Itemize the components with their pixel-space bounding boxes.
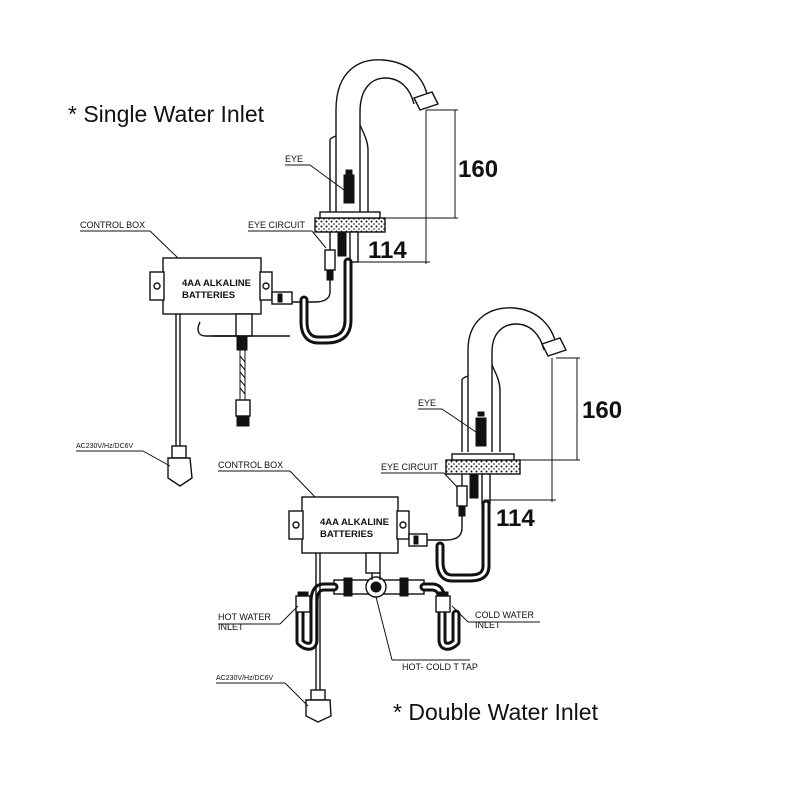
single-inlet-title: * Single Water Inlet bbox=[68, 101, 265, 127]
single-inlet-hose bbox=[197, 321, 290, 427]
double-power-label: AC230V/Hz/DC6V bbox=[216, 675, 274, 682]
double-cold-inlet-callout: COLD WATER INLET bbox=[451, 605, 540, 630]
single-water-hose bbox=[299, 257, 353, 345]
double-hot-inlet-hose bbox=[295, 582, 339, 651]
double-reach-dimension: 114 bbox=[496, 505, 535, 532]
double-eye-circuit-label: EYE CIRCUIT bbox=[381, 462, 439, 472]
double-batteries-line1: 4AA ALKALINE bbox=[320, 517, 389, 528]
double-faucet bbox=[445, 307, 567, 505]
double-t-tap-callout: HOT- COLD T TAP bbox=[375, 596, 478, 672]
double-faucet-base bbox=[445, 459, 521, 475]
double-inlet-title: * Double Water Inlet bbox=[393, 699, 599, 725]
double-eye-cable bbox=[420, 474, 468, 541]
single-dimensions: 160 114 bbox=[350, 109, 498, 264]
double-dimensions: 160 114 bbox=[484, 357, 622, 532]
double-power-cable: AC230V/Hz/DC6V bbox=[216, 553, 332, 723]
single-inlet-diagram: * Single Water Inlet EYE EYE CIRC bbox=[68, 59, 498, 487]
double-cold-inlet-line1: COLD WATER bbox=[475, 610, 535, 620]
double-eye-callout: EYE bbox=[418, 398, 477, 433]
single-control-box-label: CONTROL BOX bbox=[80, 220, 145, 230]
double-height-dimension: 160 bbox=[582, 397, 622, 424]
single-power-label: AC230V/Hz/DC6V bbox=[76, 443, 134, 450]
single-height-dimension: 160 bbox=[458, 156, 498, 183]
single-eye-circuit-callout: EYE CIRCUIT bbox=[248, 220, 327, 249]
double-power-plug bbox=[305, 699, 332, 723]
single-batteries-line2: BATTERIES bbox=[182, 290, 235, 301]
single-batteries-line1: 4AA ALKALINE bbox=[182, 278, 251, 289]
double-hot-inlet-line1: HOT WATER bbox=[218, 612, 271, 622]
single-power-plug bbox=[167, 457, 193, 487]
double-t-tap-label: HOT- COLD T TAP bbox=[402, 662, 478, 672]
double-control-box-label: CONTROL BOX bbox=[218, 460, 283, 470]
single-eye-cable bbox=[290, 232, 336, 303]
double-water-hose bbox=[435, 499, 491, 583]
double-inlet-diagram: * Double Water Inlet EYE EYE CIRCUIT bbox=[216, 307, 622, 725]
double-eye-label: EYE bbox=[418, 398, 436, 408]
single-eye-sensor bbox=[343, 174, 355, 204]
single-eye-circuit-label: EYE CIRCUIT bbox=[248, 220, 306, 230]
double-cold-inlet-line2: INLET bbox=[475, 620, 501, 630]
double-batteries-line2: BATTERIES bbox=[320, 529, 373, 540]
double-cold-inlet-hose bbox=[419, 582, 461, 651]
single-control-box: 4AA ALKALINE BATTERIES bbox=[149, 257, 293, 337]
double-hot-inlet-line2: INLET bbox=[218, 622, 244, 632]
double-hot-inlet-callout: HOT WATER INLET bbox=[218, 605, 299, 632]
single-eye-label: EYE bbox=[285, 154, 303, 164]
single-power-cable: AC230V/Hz/DC6V bbox=[76, 314, 193, 487]
double-control-box-callout: CONTROL BOX bbox=[218, 460, 317, 499]
single-eye-callout: EYE bbox=[285, 154, 345, 191]
double-eye-sensor bbox=[475, 417, 487, 447]
single-control-box-callout: CONTROL BOX bbox=[80, 220, 179, 259]
double-t-tap bbox=[333, 573, 425, 598]
single-spout-nozzle bbox=[413, 91, 439, 111]
single-reach-dimension: 114 bbox=[368, 237, 407, 264]
double-spout-nozzle bbox=[541, 337, 567, 357]
double-control-box: 4AA ALKALINE BATTERIES bbox=[288, 496, 428, 574]
double-eye-circuit-callout: EYE CIRCUIT bbox=[381, 462, 459, 489]
single-faucet bbox=[314, 59, 439, 263]
single-faucet-base bbox=[314, 217, 386, 233]
